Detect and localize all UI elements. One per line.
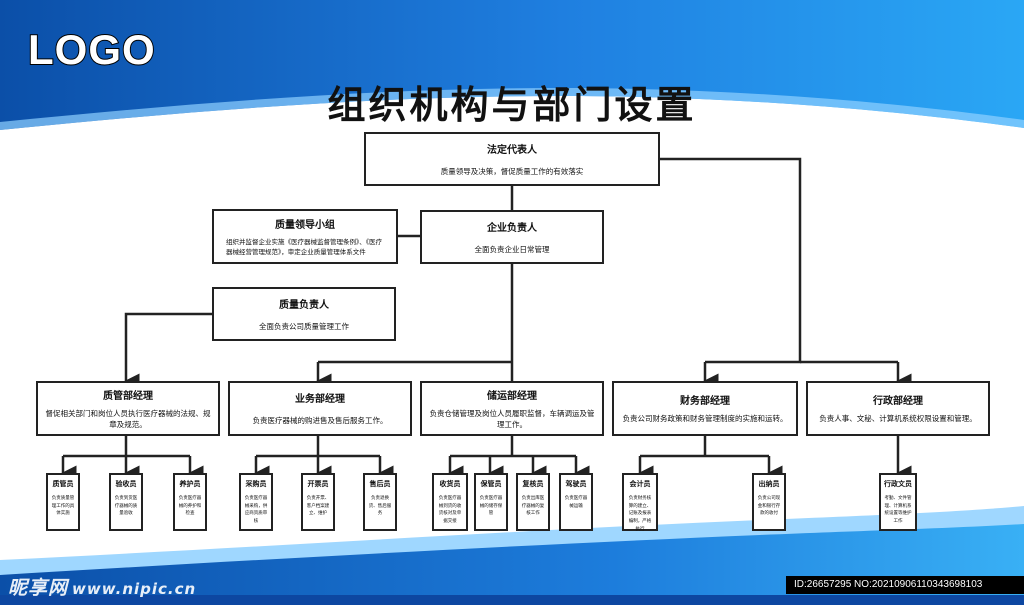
logo: LOGO [27, 25, 156, 74]
staff-title: 养护员 [179, 480, 201, 488]
staff-title: 售后员 [369, 480, 391, 488]
node-title: 企业负责人 [487, 222, 537, 234]
node-storage-manager: 储运部经理 负责仓储管理及岗位人员履职监督，车辆调运及管理工作。 [420, 381, 604, 436]
node-legal-representative: 法定代表人 质量领导及决策，督促质量工作的有效落实 [364, 132, 660, 186]
staff-title: 复核员 [522, 480, 544, 488]
node-title: 质量负责人 [279, 299, 329, 311]
node-enterprise-head: 企业负责人 全面负责企业日常管理 [420, 210, 604, 264]
node-staff-purchaser: 采购员 负责医疗器械采购，供应商资质审核 [239, 473, 273, 531]
staff-desc: 负责退换货、售后服务 [368, 496, 392, 517]
staff-title: 收货员 [439, 480, 461, 488]
staff-title: 行政文员 [884, 480, 912, 488]
line-top-right [660, 157, 802, 364]
node-quality-leadership-group: 质量领导小组 组织并监督企业实施《医疗器械监督管理条例》、《医疗器械经营管理规范… [212, 209, 398, 264]
staff-desc: 考勤、文件管理、计算机系统设置等维护工作 [884, 496, 912, 524]
node-staff-aftersales: 售后员 负责退换货、售后服务 [363, 473, 397, 531]
node-desc: 全面负责公司质量管理工作 [259, 321, 349, 331]
staff-desc: 负责医疗器械到货的收货核对及单据交接 [438, 496, 462, 524]
node-staff-receiver: 收货员 负责医疗器械到货的收货核对及单据交接 [432, 473, 468, 531]
node-title: 质量领导小组 [275, 219, 335, 231]
node-business-manager: 业务部经理 负责医疗器械的购进售及售后服务工作。 [228, 381, 412, 436]
staff-title: 质管员 [52, 480, 74, 488]
node-desc: 督促相关部门和岗位人员执行医疗器械的法规、规章及规范。 [45, 408, 211, 429]
staff-desc: 负责医疗器械的养护和检查 [178, 496, 202, 517]
node-title: 业务部经理 [295, 394, 345, 406]
watermark-url: www.nipic.cn [72, 580, 197, 598]
node-staff-invoicer: 开票员 负责开票、客户档案建立、维护 [301, 473, 335, 531]
staff-title: 出纳员 [758, 480, 780, 488]
node-desc: 负责人事、文秘、计算机系统权限设置和管理。 [819, 414, 977, 424]
staff-desc: 负责医疗器械的储存保管 [479, 496, 503, 517]
staff-desc: 负责开票、客户档案建立、维护 [306, 496, 330, 517]
staff-desc: 负责医疗器械运输 [564, 496, 588, 509]
watermark-name: 昵享网 [8, 577, 69, 599]
staff-title: 验收员 [115, 480, 137, 488]
staff-title: 驾驶员 [565, 480, 587, 488]
node-title: 财务部经理 [680, 396, 730, 408]
node-staff-acceptance: 验收员 负责到货医疗器械的质量验收 [109, 473, 143, 531]
staff-desc: 负责质量管理工作的具体实施 [51, 496, 75, 517]
arrow-qa [124, 312, 212, 389]
node-staff-reviewer: 复核员 负责出库医疗器械的复核工作 [516, 473, 550, 531]
node-staff-qa: 质管员 负责质量管理工作的具体实施 [46, 473, 80, 531]
staff-title: 保管员 [480, 480, 502, 488]
staff-title: 采购员 [245, 480, 267, 488]
node-desc: 组织并监督企业实施《医疗器械监督管理条例》、《医疗器械经营管理规范》，审定企业质… [226, 237, 382, 256]
node-desc: 负责仓储管理及岗位人员履职监督，车辆调运及管理工作。 [429, 408, 595, 429]
node-desc: 负责医疗器械的购进售及售后服务工作。 [252, 416, 388, 426]
page-title: 组织机构与部门设置 [327, 83, 697, 127]
staff-desc: 负责公司现金和银行存款的收付 [757, 496, 781, 517]
staff-title: 开票员 [307, 480, 329, 488]
node-title: 法定代表人 [487, 144, 537, 156]
staff-desc: 负责出库医疗器械的复核工作 [521, 496, 545, 517]
node-staff-cashier: 出纳员 负责公司现金和银行存款的收付 [752, 473, 786, 531]
staff-desc: 负责到货医疗器械的质量验收 [114, 496, 138, 517]
node-title: 质管部经理 [103, 390, 153, 402]
node-finance-manager: 财务部经理 负责公司财务政策和财务管理制度的实施和运转。 [612, 381, 798, 436]
staff-desc: 负责医疗器械采购，供应商资质审核 [244, 496, 268, 524]
node-staff-maintenance: 养护员 负责医疗器械的养护和检查 [173, 473, 207, 531]
node-title: 储运部经理 [487, 390, 537, 402]
node-desc: 全面负责企业日常管理 [474, 244, 550, 254]
node-title: 行政部经理 [873, 396, 923, 408]
node-staff-driver: 驾驶员 负责医疗器械运输 [559, 473, 593, 531]
node-quality-head: 质量负责人 全面负责公司质量管理工作 [212, 287, 396, 341]
staff-desc: 负责财务核算的建立、记账及报表编制，严格执行 [628, 496, 652, 532]
node-qa-manager: 质管部经理 督促相关部门和岗位人员执行医疗器械的法规、规章及规范。 [36, 381, 220, 436]
staff-title: 会计员 [629, 480, 651, 488]
image-id-bar: ID:26657295 NO:20210906110343698103 [786, 576, 1024, 594]
node-desc: 质量领导及决策，督促质量工作的有效落实 [440, 166, 584, 176]
node-staff-accountant: 会计员 负责财务核算的建立、记账及报表编制，严格执行 [622, 473, 658, 532]
node-staff-keeper: 保管员 负责医疗器械的储存保管 [474, 473, 508, 531]
node-desc: 负责公司财务政策和财务管理制度的实施和运转。 [622, 414, 788, 424]
node-staff-admin-clerk: 行政文员 考勤、文件管理、计算机系统设置等维护工作 [879, 473, 917, 531]
node-admin-manager: 行政部经理 负责人事、文秘、计算机系统权限设置和管理。 [806, 381, 990, 436]
